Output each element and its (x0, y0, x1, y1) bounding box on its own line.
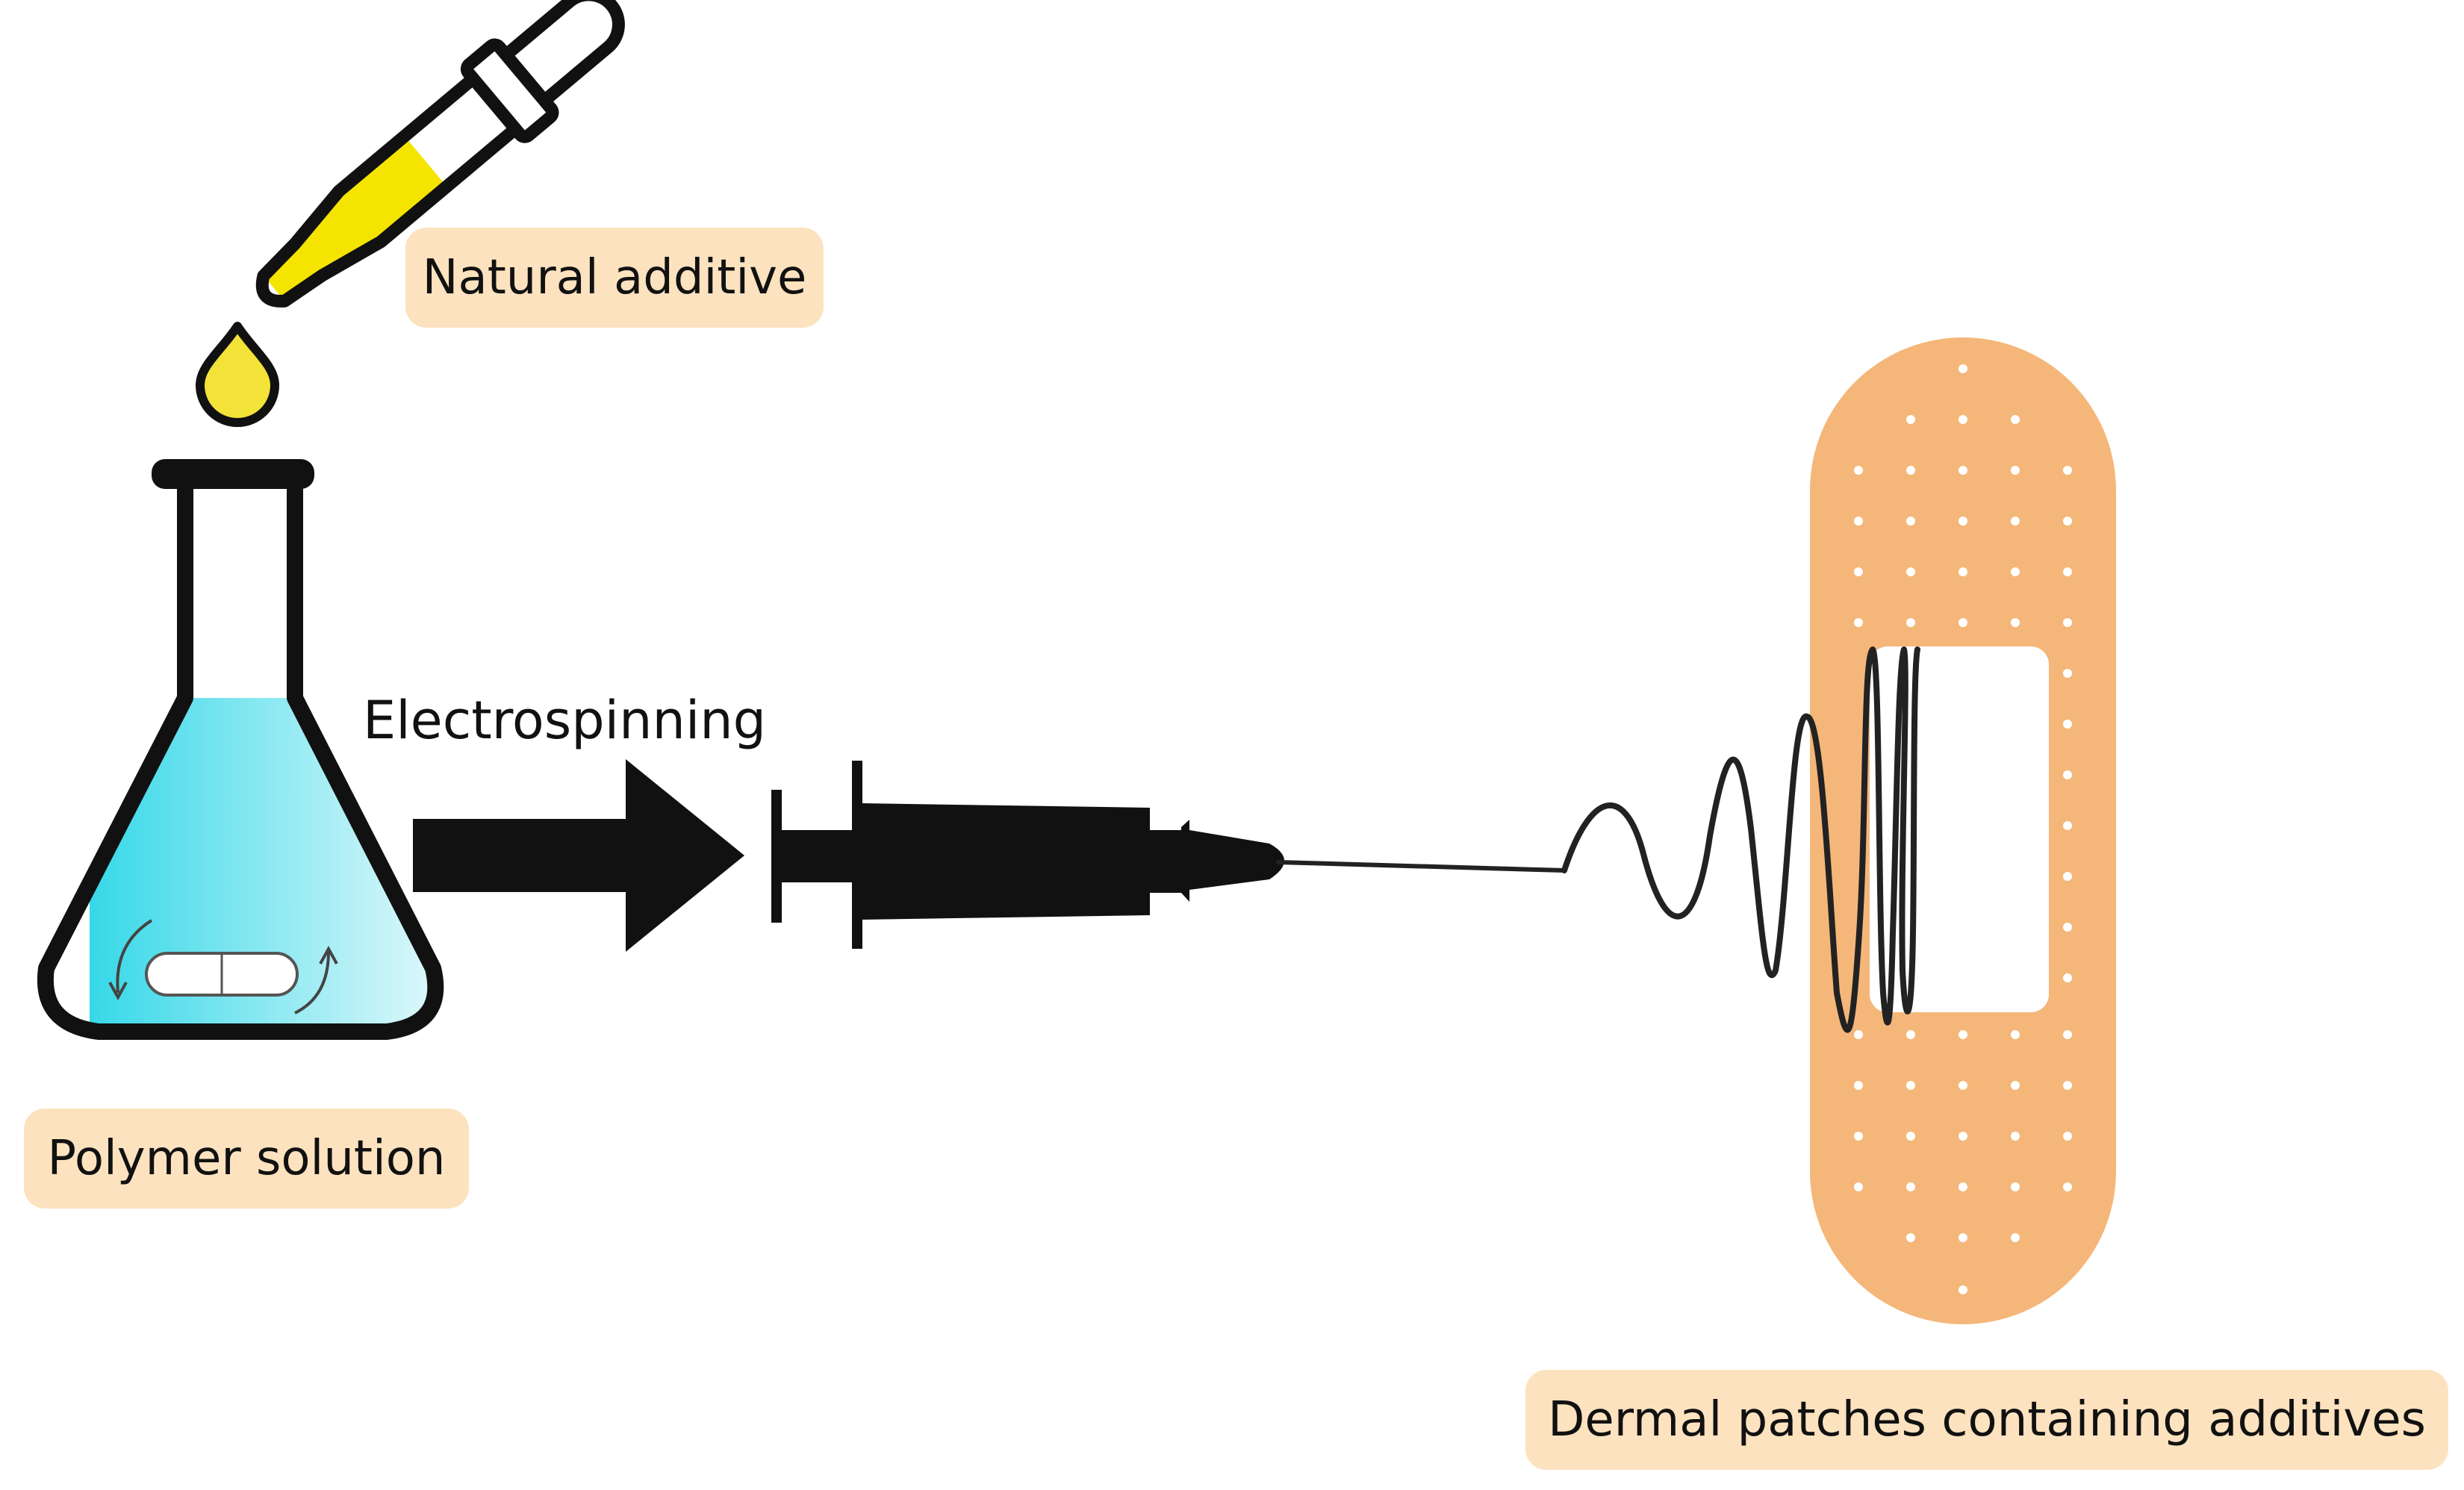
natural-additive-label: Natural additive (405, 228, 824, 328)
bandage-icon (1810, 337, 2116, 1324)
bandage-holes (1854, 364, 2072, 1294)
syringe-icon (771, 761, 1284, 949)
fiber-jet-icon (1276, 646, 1920, 1033)
dropper-icon (252, 0, 625, 314)
dermal-patches-label: Dermal patches containing additives (1525, 1370, 2448, 1470)
arrow-icon (413, 759, 744, 952)
polymer-solution-label: Polymer solution (24, 1109, 469, 1209)
drop-icon (196, 322, 279, 427)
electrospinning-label: Electrospinning (363, 690, 767, 751)
additive-fill (252, 132, 450, 314)
stir-bar-icon (108, 919, 338, 1014)
